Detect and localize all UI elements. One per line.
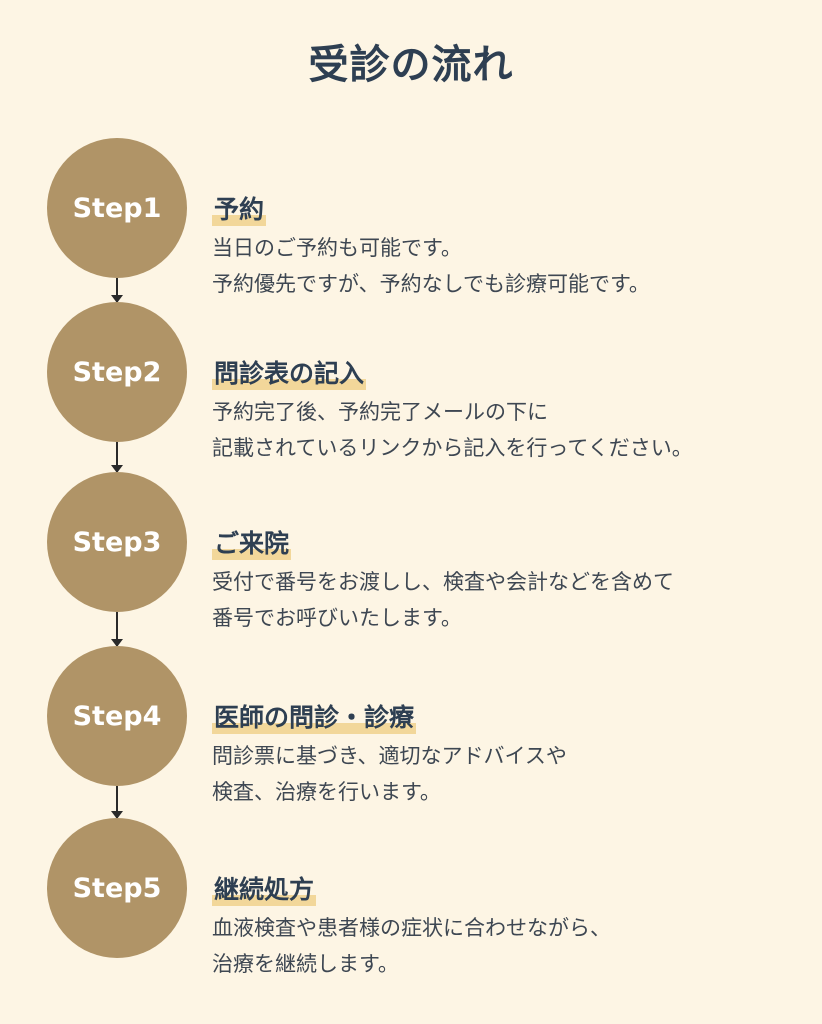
step-4: Step4 医師の問診・診療 問診票に基づき、適切なアドバイスや 検査、治療を行… bbox=[0, 646, 822, 804]
step-4-badge: Step4 bbox=[47, 646, 187, 786]
step-5-badge: Step5 bbox=[47, 818, 187, 958]
step-1-title: 予約 bbox=[212, 190, 267, 226]
step-connector-4-5 bbox=[111, 786, 123, 819]
step-5-line-2: 治療を継続します。 bbox=[212, 952, 399, 976]
step-5-title: 継続処方 bbox=[212, 870, 317, 906]
page-title: 受診の流れ bbox=[308, 42, 514, 88]
step-5: Step5 継続処方 血液検査や患者様の症状に合わせながら、 治療を継続します。 bbox=[0, 818, 822, 976]
step-1-line-2: 予約優先ですが、予約なしでも診療可能です。 bbox=[212, 272, 650, 296]
step-2-line-2: 記載されているリンクから記入を行ってください。 bbox=[212, 436, 693, 460]
step-4-title: 医師の問診・診療 bbox=[212, 698, 417, 734]
step-3-line-2: 番号でお呼びいたします。 bbox=[212, 606, 462, 630]
step-4-description: 問診票に基づき、適切なアドバイスや 検査、治療を行います。 bbox=[212, 738, 567, 810]
step-1-line-1: 当日のご予約も可能です。 bbox=[212, 236, 462, 260]
step-3-description: 受付で番号をお渡しし、検査や会計などを含めて 番号でお呼びいたします。 bbox=[212, 564, 674, 636]
step-2-title: 問診表の記入 bbox=[212, 354, 367, 390]
step-5-line-1: 血液検査や患者様の症状に合わせながら、 bbox=[212, 916, 611, 940]
step-3: Step3 ご来院 受付で番号をお渡しし、検査や会計などを含めて 番号でお呼びい… bbox=[0, 472, 822, 630]
step-1-badge: Step1 bbox=[47, 138, 187, 278]
step-2-line-1: 予約完了後、予約完了メールの下に bbox=[212, 400, 548, 424]
step-3-title: ご来院 bbox=[212, 524, 292, 560]
step-connector-1-2 bbox=[111, 278, 123, 303]
step-3-line-1: 受付で番号をお渡しし、検査や会計などを含めて bbox=[212, 570, 674, 594]
step-2-description: 予約完了後、予約完了メールの下に 記載されているリンクから記入を行ってください。 bbox=[212, 394, 693, 466]
step-3-badge: Step3 bbox=[47, 472, 187, 612]
step-5-description: 血液検査や患者様の症状に合わせながら、 治療を継続します。 bbox=[212, 910, 611, 982]
step-connector-2-3 bbox=[111, 442, 123, 473]
step-1: Step1 予約 当日のご予約も可能です。 予約優先ですが、予約なしでも診療可能… bbox=[0, 138, 822, 296]
step-2: Step2 問診表の記入 予約完了後、予約完了メールの下に 記載されているリンク… bbox=[0, 302, 822, 460]
step-4-line-2: 検査、治療を行います。 bbox=[212, 780, 441, 804]
step-2-badge: Step2 bbox=[47, 302, 187, 442]
step-connector-3-4 bbox=[111, 612, 123, 647]
step-1-description: 当日のご予約も可能です。 予約優先ですが、予約なしでも診療可能です。 bbox=[212, 230, 650, 302]
step-4-line-1: 問診票に基づき、適切なアドバイスや bbox=[212, 744, 567, 768]
